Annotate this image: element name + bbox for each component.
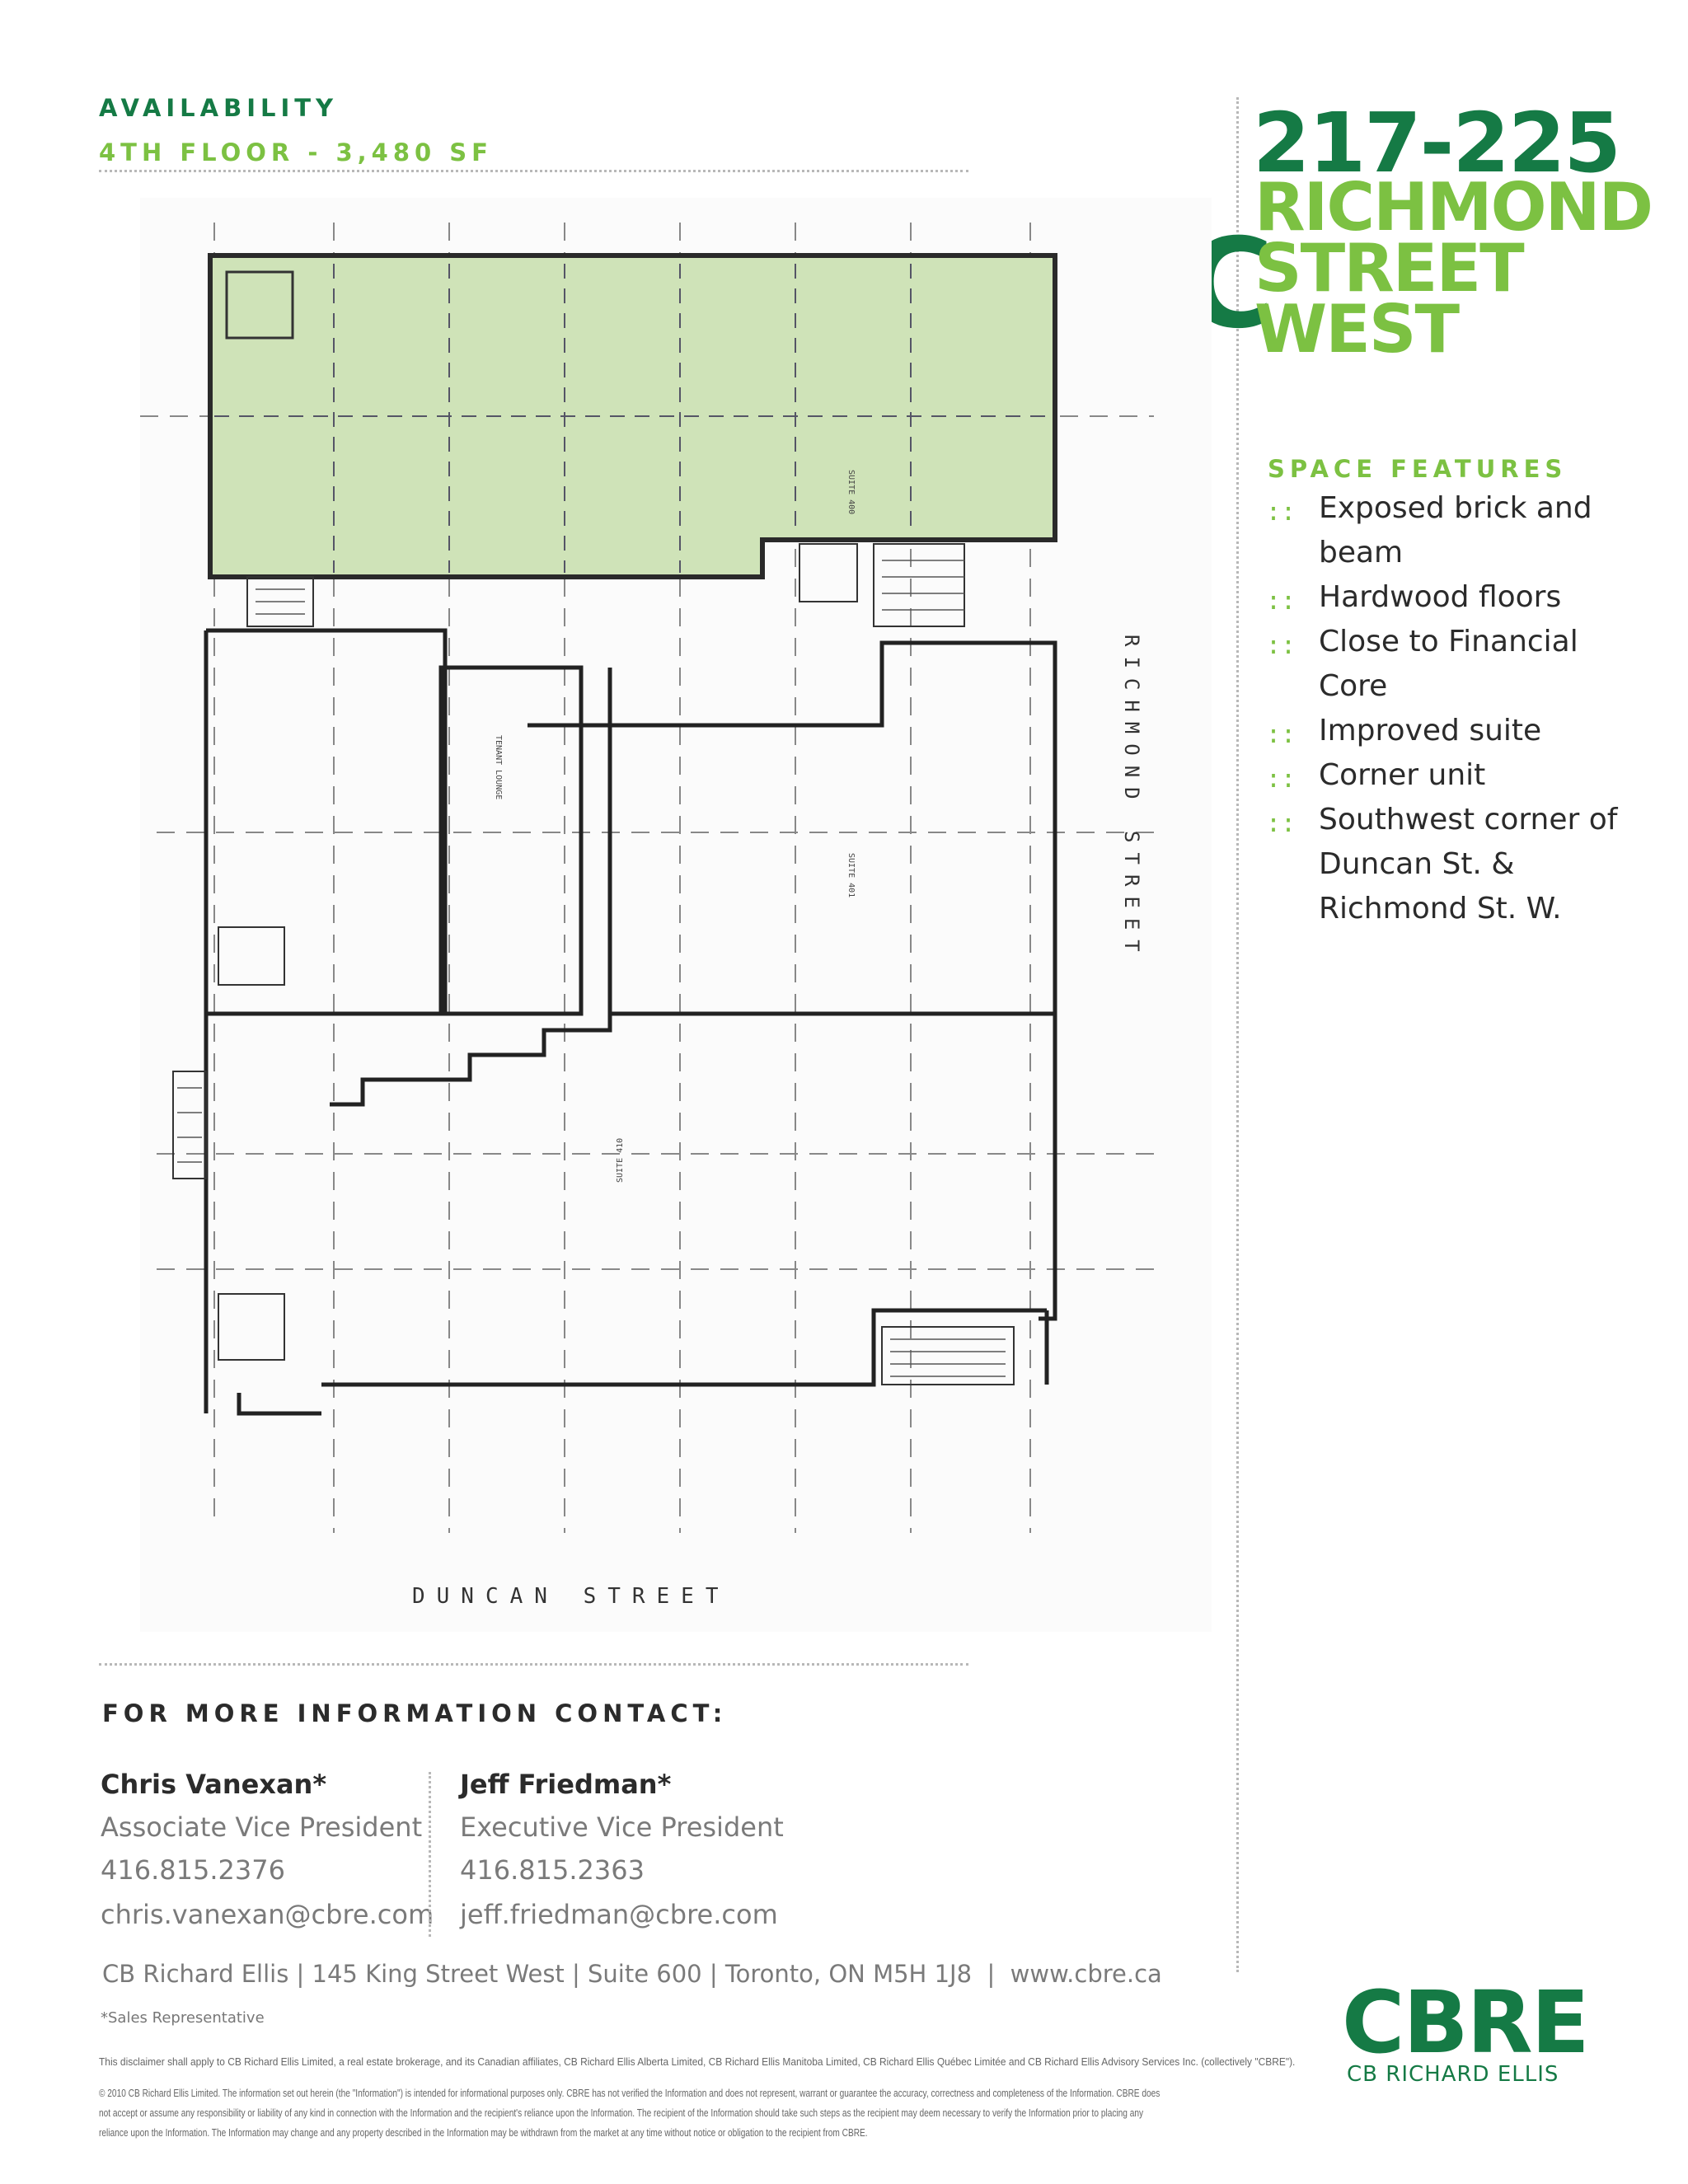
feature-item: Close to Financial bbox=[1319, 625, 1578, 658]
office-address: CB Richard Ellis | 145 King Street West … bbox=[102, 1960, 1162, 1988]
contact-email[interactable]: chris.vanexan@cbre.com bbox=[101, 1899, 434, 1930]
suite-label: TENANT LOUNGE bbox=[494, 735, 503, 799]
available-suite-highlight bbox=[208, 253, 1057, 579]
bottom-divider bbox=[99, 1663, 968, 1666]
contact-email[interactable]: jeff.friedman@cbre.com bbox=[460, 1899, 778, 1930]
feature-item: Southwest corner of bbox=[1319, 803, 1618, 837]
contact-heading: FOR MORE INFORMATION CONTACT: bbox=[102, 1699, 728, 1727]
feature-item-cont: Richmond St. W. bbox=[1319, 892, 1562, 926]
floor-area-label: 4TH FLOOR - 3,480 SF bbox=[99, 138, 493, 166]
feature-bullet: :: bbox=[1266, 587, 1296, 616]
cbre-logo: CBRE bbox=[1342, 1972, 1590, 2073]
feature-bullet: :: bbox=[1266, 720, 1296, 749]
feature-item-cont: Duncan St. & bbox=[1319, 847, 1515, 881]
address-street-line1: RICHMOND bbox=[1254, 169, 1653, 246]
features-heading: SPACE FEATURES bbox=[1268, 455, 1568, 483]
feature-bullet: :: bbox=[1266, 631, 1296, 660]
contact-title: Associate Vice President bbox=[101, 1811, 423, 1843]
address-street-line3: WEST bbox=[1254, 291, 1460, 368]
contact-name: Chris Vanexan* bbox=[101, 1769, 327, 1800]
footnote: *Sales Representative bbox=[101, 2009, 265, 2027]
floor-plan: SUITE 400 SUITE 401 SUITE 410 TENANT LOU… bbox=[140, 198, 1212, 1632]
availability-label: AVAILABILITY bbox=[99, 94, 339, 122]
contact-phone[interactable]: 416.815.2363 bbox=[460, 1854, 645, 1886]
feature-bullet: :: bbox=[1266, 765, 1296, 794]
suite-label: SUITE 401 bbox=[846, 853, 856, 898]
suite-label: SUITE 400 bbox=[846, 470, 856, 514]
disclaimer: This disclaimer shall apply to CB Richar… bbox=[99, 2052, 1311, 2143]
vertical-divider bbox=[1236, 97, 1239, 1972]
feature-item: Exposed brick and bbox=[1319, 491, 1592, 525]
contact-phone[interactable]: 416.815.2376 bbox=[101, 1854, 285, 1886]
street-label-richmond: RICHMOND STREET bbox=[1120, 635, 1143, 962]
contact-title: Executive Vice President bbox=[460, 1811, 784, 1843]
suite-label: SUITE 410 bbox=[616, 1138, 625, 1183]
address-number: 217-225 bbox=[1253, 95, 1621, 191]
feature-item: Improved suite bbox=[1319, 714, 1542, 748]
feature-item: Hardwood floors bbox=[1319, 580, 1562, 614]
top-divider bbox=[99, 170, 968, 172]
contact-divider bbox=[429, 1772, 431, 1937]
disclaimer-line: © 2010 CB Richard Ellis Limited. The inf… bbox=[99, 2087, 1160, 2099]
feature-item-cont: beam bbox=[1319, 536, 1404, 569]
feature-item-cont: Core bbox=[1319, 669, 1388, 703]
disclaimer-line: This disclaimer shall apply to CB Richar… bbox=[99, 2055, 1296, 2068]
feature-item: Corner unit bbox=[1319, 758, 1486, 792]
cbre-logo-sub: CB RICHARD ELLIS bbox=[1347, 2062, 1559, 2087]
disclaimer-line: not accept or assume any responsibility … bbox=[99, 2107, 1144, 2119]
address-street-line2: STREET bbox=[1254, 230, 1525, 307]
disclaimer-line: reliance upon the Information. The Infor… bbox=[99, 2126, 868, 2139]
feature-bullet: :: bbox=[1266, 809, 1296, 838]
street-label-duncan: DUNCAN STREET bbox=[412, 1584, 730, 1609]
feature-bullet: :: bbox=[1266, 498, 1296, 527]
contact-name: Jeff Friedman* bbox=[460, 1769, 672, 1800]
